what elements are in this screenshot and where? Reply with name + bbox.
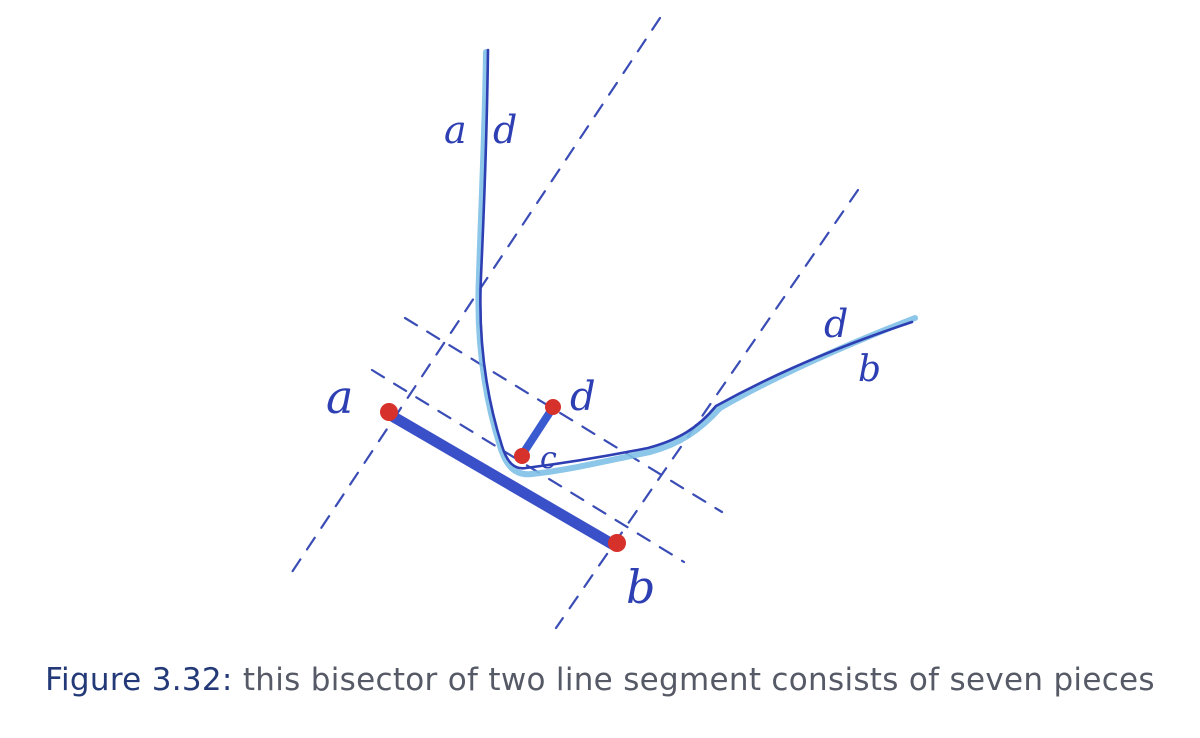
point-b	[608, 534, 626, 552]
point-d	[545, 399, 561, 415]
dashed-line-long-left	[290, 16, 662, 574]
label-c-mid: c	[540, 441, 557, 476]
caption-text: this bisector of two line segment consis…	[242, 662, 1155, 698]
dashed-line-upper-parallel	[403, 316, 724, 514]
caption-label: Figure 3.32:	[45, 662, 233, 698]
segment-cd	[518, 405, 556, 459]
bisector-diagram: a d a d c b d b	[290, 16, 918, 630]
label-d-top: d	[493, 108, 517, 152]
point-c	[514, 448, 530, 464]
bisector-highlight	[475, 49, 918, 478]
segment-ab	[386, 410, 618, 550]
label-a-left: a	[326, 370, 353, 424]
label-b-bottom: b	[626, 560, 655, 614]
label-a-top: a	[444, 108, 467, 152]
dashed-line-lower-parallel	[370, 368, 686, 564]
point-a	[380, 403, 398, 421]
figure-caption: Figure 3.32: this bisector of two line s…	[0, 662, 1200, 698]
label-b-right: b	[858, 349, 881, 390]
label-d-right: d	[824, 302, 848, 346]
bisector-curve	[479, 48, 914, 470]
label-d-mid: d	[570, 374, 596, 420]
dashed-line-long-right	[554, 188, 860, 630]
construction-lines	[290, 16, 860, 630]
endpoints	[380, 399, 626, 552]
